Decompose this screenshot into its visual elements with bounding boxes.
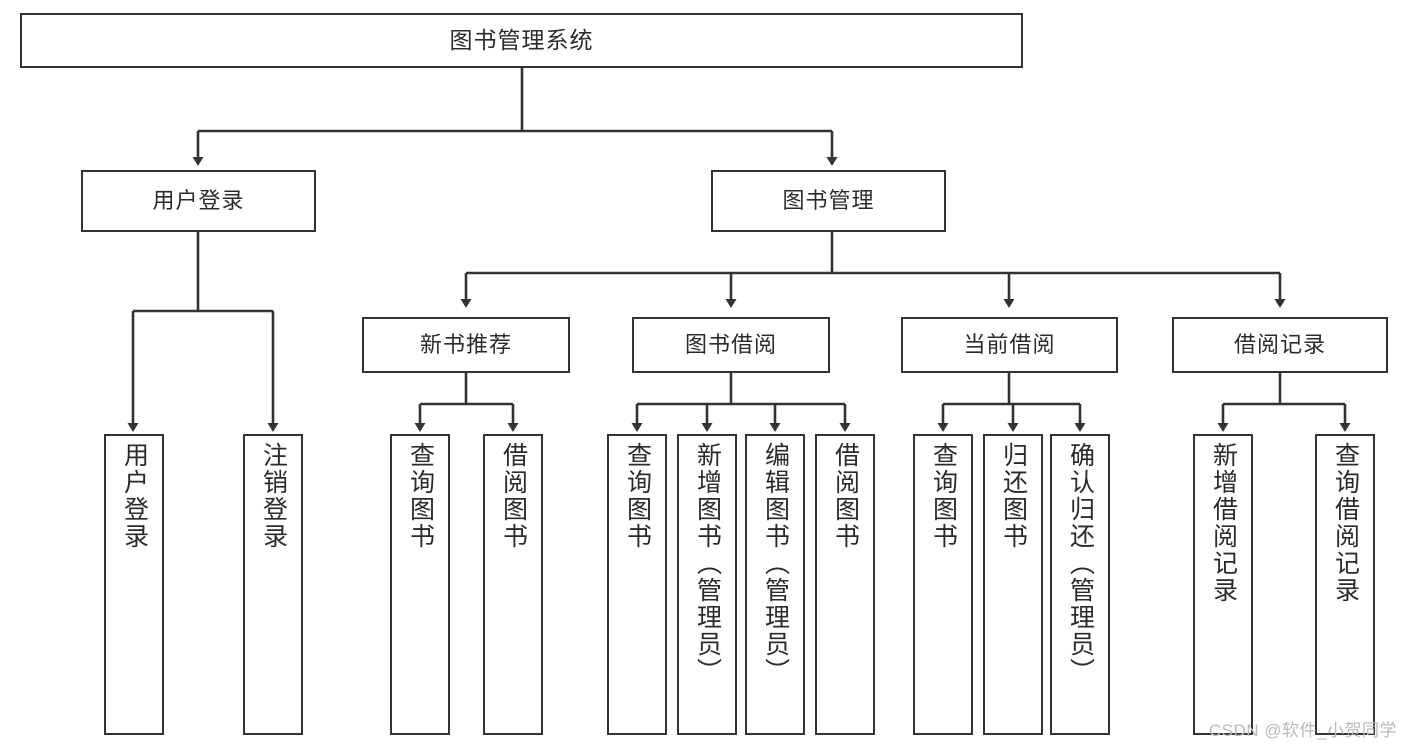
- node-label: 新书推荐: [419, 332, 512, 358]
- node-user-login[interactable]: 用户登录: [81, 170, 316, 232]
- leaf-current-borrow-return-book[interactable]: 归还图书: [983, 434, 1043, 735]
- node-label: 借阅图书: [831, 442, 860, 550]
- node-label: 查询借阅记录: [1331, 442, 1360, 604]
- node-label: 图书管理: [782, 188, 875, 214]
- node-root-book-management-system[interactable]: 图书管理系统: [20, 13, 1023, 68]
- node-label: 当前借阅: [963, 332, 1056, 358]
- node-book-borrow[interactable]: 图书借阅: [632, 317, 830, 373]
- node-label: 图书管理系统: [449, 26, 594, 53]
- node-label: 借阅记录: [1233, 332, 1326, 358]
- leaf-borrow-record-add-record[interactable]: 新增借阅记录: [1193, 434, 1253, 735]
- node-label: 图书借阅: [684, 332, 777, 358]
- node-label: 查询图书: [406, 442, 435, 550]
- node-label: 归还图书: [999, 442, 1028, 550]
- node-label: 借阅图书: [499, 442, 528, 550]
- leaf-user-login-logout[interactable]: 注销登录: [243, 434, 303, 735]
- node-label: 注销登录: [259, 442, 288, 550]
- node-label: 编辑图书（管理员）: [761, 442, 790, 685]
- leaf-new-book-query-book[interactable]: 查询图书: [390, 434, 450, 735]
- watermark-text: CSDN @软件_小贺同学: [1208, 721, 1397, 740]
- node-book-management[interactable]: 图书管理: [711, 170, 946, 232]
- leaf-current-borrow-confirm-return-admin[interactable]: 确认归还（管理员）: [1050, 434, 1110, 735]
- leaf-borrow-record-query-record[interactable]: 查询借阅记录: [1315, 434, 1375, 735]
- leaf-book-borrow-borrow-book[interactable]: 借阅图书: [815, 434, 875, 735]
- node-label: 确认归还（管理员）: [1066, 442, 1095, 685]
- node-borrow-record[interactable]: 借阅记录: [1172, 317, 1388, 373]
- leaf-new-book-borrow-book[interactable]: 借阅图书: [483, 434, 543, 735]
- leaf-user-login-login[interactable]: 用户登录: [104, 434, 164, 735]
- node-label: 查询图书: [929, 442, 958, 550]
- node-label: 新增借阅记录: [1209, 442, 1238, 604]
- node-label: 新增图书（管理员）: [693, 442, 722, 685]
- leaf-book-borrow-add-book-admin[interactable]: 新增图书（管理员）: [677, 434, 737, 735]
- node-label: 用户登录: [120, 442, 149, 550]
- leaf-book-borrow-query-book[interactable]: 查询图书: [607, 434, 667, 735]
- node-label: 用户登录: [152, 188, 245, 214]
- leaf-current-borrow-query-book[interactable]: 查询图书: [913, 434, 973, 735]
- node-new-book-recommend[interactable]: 新书推荐: [362, 317, 570, 373]
- node-label: 查询图书: [623, 442, 652, 550]
- leaf-book-borrow-edit-book-admin[interactable]: 编辑图书（管理员）: [745, 434, 805, 735]
- node-current-borrow[interactable]: 当前借阅: [901, 317, 1118, 373]
